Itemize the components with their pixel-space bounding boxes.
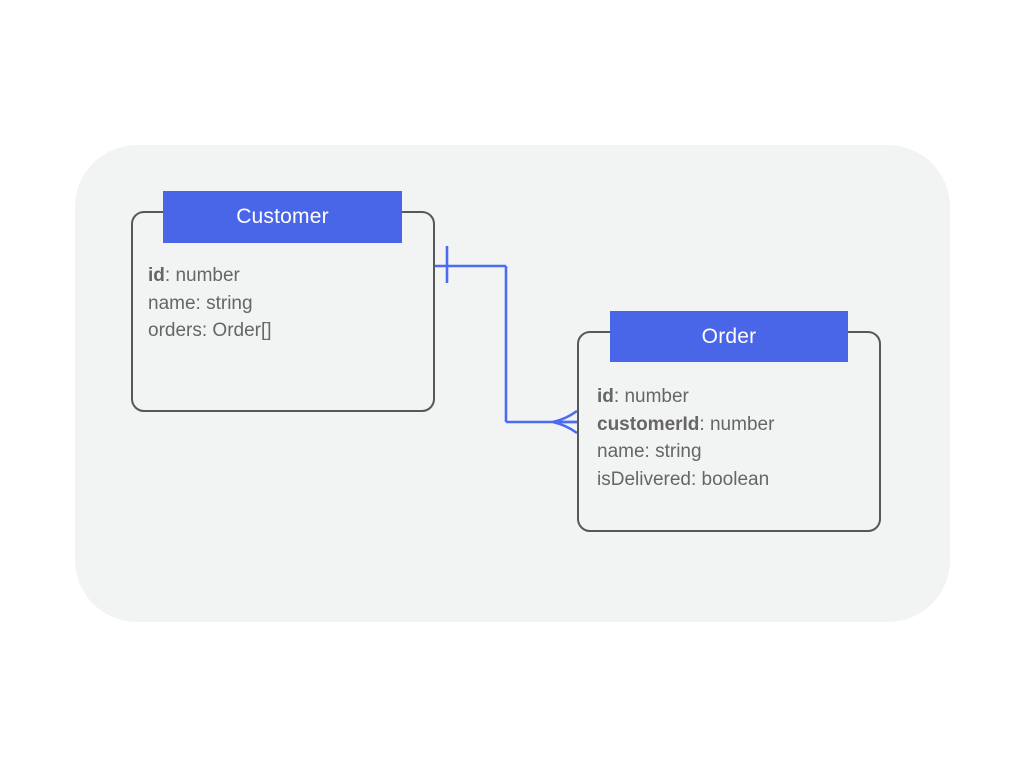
field-key: id [148,265,165,286]
field-key: orders [148,320,202,341]
entity-field-row: orders: Order[] [148,317,272,345]
entity-field-list-customer: id: number name: string orders: Order[] [148,262,272,345]
field-type: number [709,413,775,435]
field-separator: : [699,413,710,435]
field-separator: : [644,441,656,462]
entity-field-row: id: number [597,383,774,411]
field-type: number [175,265,240,286]
field-separator: : [201,320,213,341]
field-separator: : [613,386,625,407]
field-type: boolean [701,468,770,490]
entity-title-customer: Customer [236,205,329,228]
field-key: id [597,386,614,407]
entity-field-row: id: number [148,262,272,290]
field-type: Order[] [212,320,272,341]
entity-field-row: name: string [597,438,774,466]
field-type: number [624,386,689,407]
field-separator: : [195,292,207,314]
entity-field-row: customerId: number [597,411,774,439]
entity-field-row: isDelivered: boolean [597,466,774,494]
field-key: customerId [597,413,700,435]
field-key: name [597,441,645,462]
field-key: name [148,292,196,314]
entity-field-row: name: string [148,290,272,318]
entity-field-list-order: id: number customerId: number name: stri… [597,383,774,493]
field-type: string [206,292,253,314]
field-type: string [655,441,702,462]
field-separator: : [690,468,702,490]
field-key: isDelivered [597,468,691,490]
entity-header-customer[interactable]: Customer [163,191,402,243]
field-separator: : [164,265,176,286]
entity-title-order: Order [701,324,757,348]
entity-header-order[interactable]: Order [610,311,848,362]
